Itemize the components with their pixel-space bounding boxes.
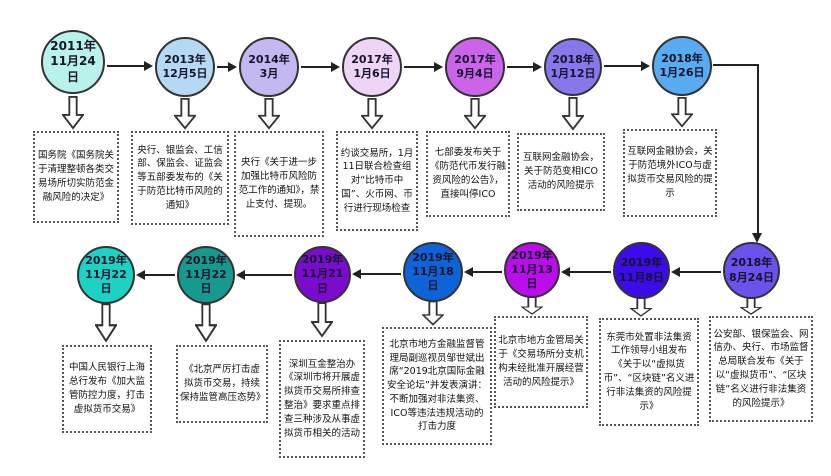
- connector-arrowhead-down-icon: [752, 233, 762, 243]
- timeline-description-box: 北京市地方金管局关于《交易场所分支机构未经批准开展经营活动的风险提示》: [494, 316, 588, 408]
- down-block-arrow-icon: [62, 96, 84, 130]
- timeline-circle: 2018年 1月26日: [652, 36, 712, 96]
- down-block-arrow-icon: [671, 97, 693, 128]
- down-block-arrow-icon: [630, 298, 652, 317]
- timeline-description-box: 互联网金融协会，关于防范变相ICO活动的风险提示: [517, 133, 605, 211]
- timeline-description-box: 中国人民银行上海总行发布《加大监管防控力度，打击虚拟货币交易》: [62, 345, 152, 433]
- timeline-circle: 2019年 11月22 日: [77, 246, 135, 304]
- timeline-description-box: 互联网金融协会，关于防范境外ICO与虚拟货币交易风险的提示: [623, 129, 717, 217]
- timeline-circle: 2018年 8月24日: [723, 242, 780, 299]
- down-block-arrow-icon: [464, 98, 486, 130]
- timeline-date: 2019年 11月22 日: [85, 253, 127, 296]
- timeline-date: 2019年 11月13 日: [511, 248, 553, 291]
- timeline-circle: 2019年 11月22 日: [177, 246, 235, 304]
- timeline-description-box: 公安部、银保监会、网信办、央行、市场监督总局联合发布《关于以“虚拟货币”、“区块…: [709, 316, 813, 422]
- timeline-circle: 2011年 11月24 日: [41, 30, 105, 94]
- timeline-circle: 2013年 12月5日: [155, 37, 215, 97]
- timeline-description-box: 深圳互金整治办《深圳市将开展虚拟货币交易所排查整治》要求重点排查三种涉及从事虚拟…: [279, 340, 365, 458]
- timeline-description-box: 七部委发布关于《防范代币发行融资风险的公告》，直接叫停ICO: [426, 131, 510, 217]
- arrow-left-icon: [136, 270, 175, 280]
- timeline-date: 2019年 11月18 日: [412, 250, 454, 293]
- timeline-circle: 2019年 11月13 日: [504, 242, 560, 298]
- timeline-circle: 2019年 11月18 日: [403, 242, 463, 302]
- timeline-description-box: 约谈交易所，1月11日联合检查组对“比特币中国”、火币网、币行进行现场检查: [336, 131, 418, 231]
- arrow-right-icon: [507, 62, 542, 72]
- arrow-left-icon: [352, 269, 401, 279]
- timeline-description-box: 央行、银监会、工信部、保监会、证监会等五部委发布的《关于防范比特币风险的通知》: [131, 131, 229, 225]
- timeline-description-box: 国务院《国务院关于清理整顿各类交易场所切实防范金融风险的决定》: [33, 131, 119, 223]
- timeline-date: 2014年 3月: [248, 52, 290, 80]
- timeline-circle: 2019年 11月8日: [613, 242, 670, 299]
- down-block-arrow-icon: [174, 98, 196, 130]
- down-block-arrow-icon: [361, 98, 383, 130]
- arrow-left-icon: [464, 267, 502, 277]
- down-block-arrow-icon: [521, 297, 543, 315]
- down-block-arrow-icon: [258, 98, 280, 130]
- timeline-date: 2013年 12月5日: [162, 52, 208, 80]
- down-block-arrow-icon: [740, 298, 762, 315]
- down-block-arrow-icon: [422, 301, 444, 326]
- timeline-description-box: 北京市地方金融监督管理局副巡视员邹世斌出席“2019北京国际金融安全论坛”并发表…: [382, 327, 492, 445]
- timeline-circle: 2018年 1月12日: [544, 38, 602, 96]
- down-block-arrow-icon: [95, 303, 117, 343]
- timeline-date: 2018年 1月12日: [550, 52, 596, 80]
- timeline-date: 2019年 11月22 日: [185, 253, 227, 296]
- timeline-circle: 2017年 9月4日: [445, 37, 505, 97]
- timeline-description-box: 东莞市处置非法集资工作领导小组发布《关于以“虚拟货币”、“区块链”名义进行非法集…: [599, 318, 699, 426]
- down-block-arrow-icon: [195, 303, 217, 343]
- timeline-description-box: 《北京严厉打击虚拟货币交易，持续保持监管高压态势》: [176, 345, 268, 423]
- timeline-date: 2011年 11月24 日: [50, 38, 96, 84]
- down-block-arrow-icon: [562, 97, 584, 131]
- arrow-right-icon: [301, 62, 340, 72]
- timeline-date: 2017年 9月4日: [454, 52, 496, 80]
- timeline-date: 2019年 11月21 日: [301, 253, 344, 295]
- timeline-circle: 2017年 1月6日: [342, 37, 402, 97]
- arrow-right-icon: [217, 62, 237, 72]
- timeline-circle: 2014年 3月: [239, 37, 299, 97]
- arrow-left-icon: [236, 270, 292, 280]
- timeline-date: 2018年 1月26日: [659, 51, 705, 79]
- timeline-description-box: 央行《关于进一步加强比特币风险防范工作的通知》，禁止支付、提现。: [234, 131, 324, 237]
- timeline-date: 2017年 1月6日: [351, 52, 393, 80]
- arrow-left-icon: [561, 267, 611, 277]
- arrow-right-icon: [404, 62, 443, 72]
- arrow-left-icon: [671, 267, 721, 277]
- timeline-date: 2019年 11月8日: [619, 256, 664, 284]
- arrow-right-icon: [604, 61, 650, 71]
- timeline-date: 2018年 8月24日: [729, 256, 774, 284]
- down-block-arrow-icon: [311, 302, 333, 338]
- arrow-right-icon: [107, 61, 153, 71]
- connector-line: [713, 64, 758, 66]
- timeline-circle: 2019年 11月21 日: [294, 246, 351, 303]
- connector-line: [757, 64, 759, 234]
